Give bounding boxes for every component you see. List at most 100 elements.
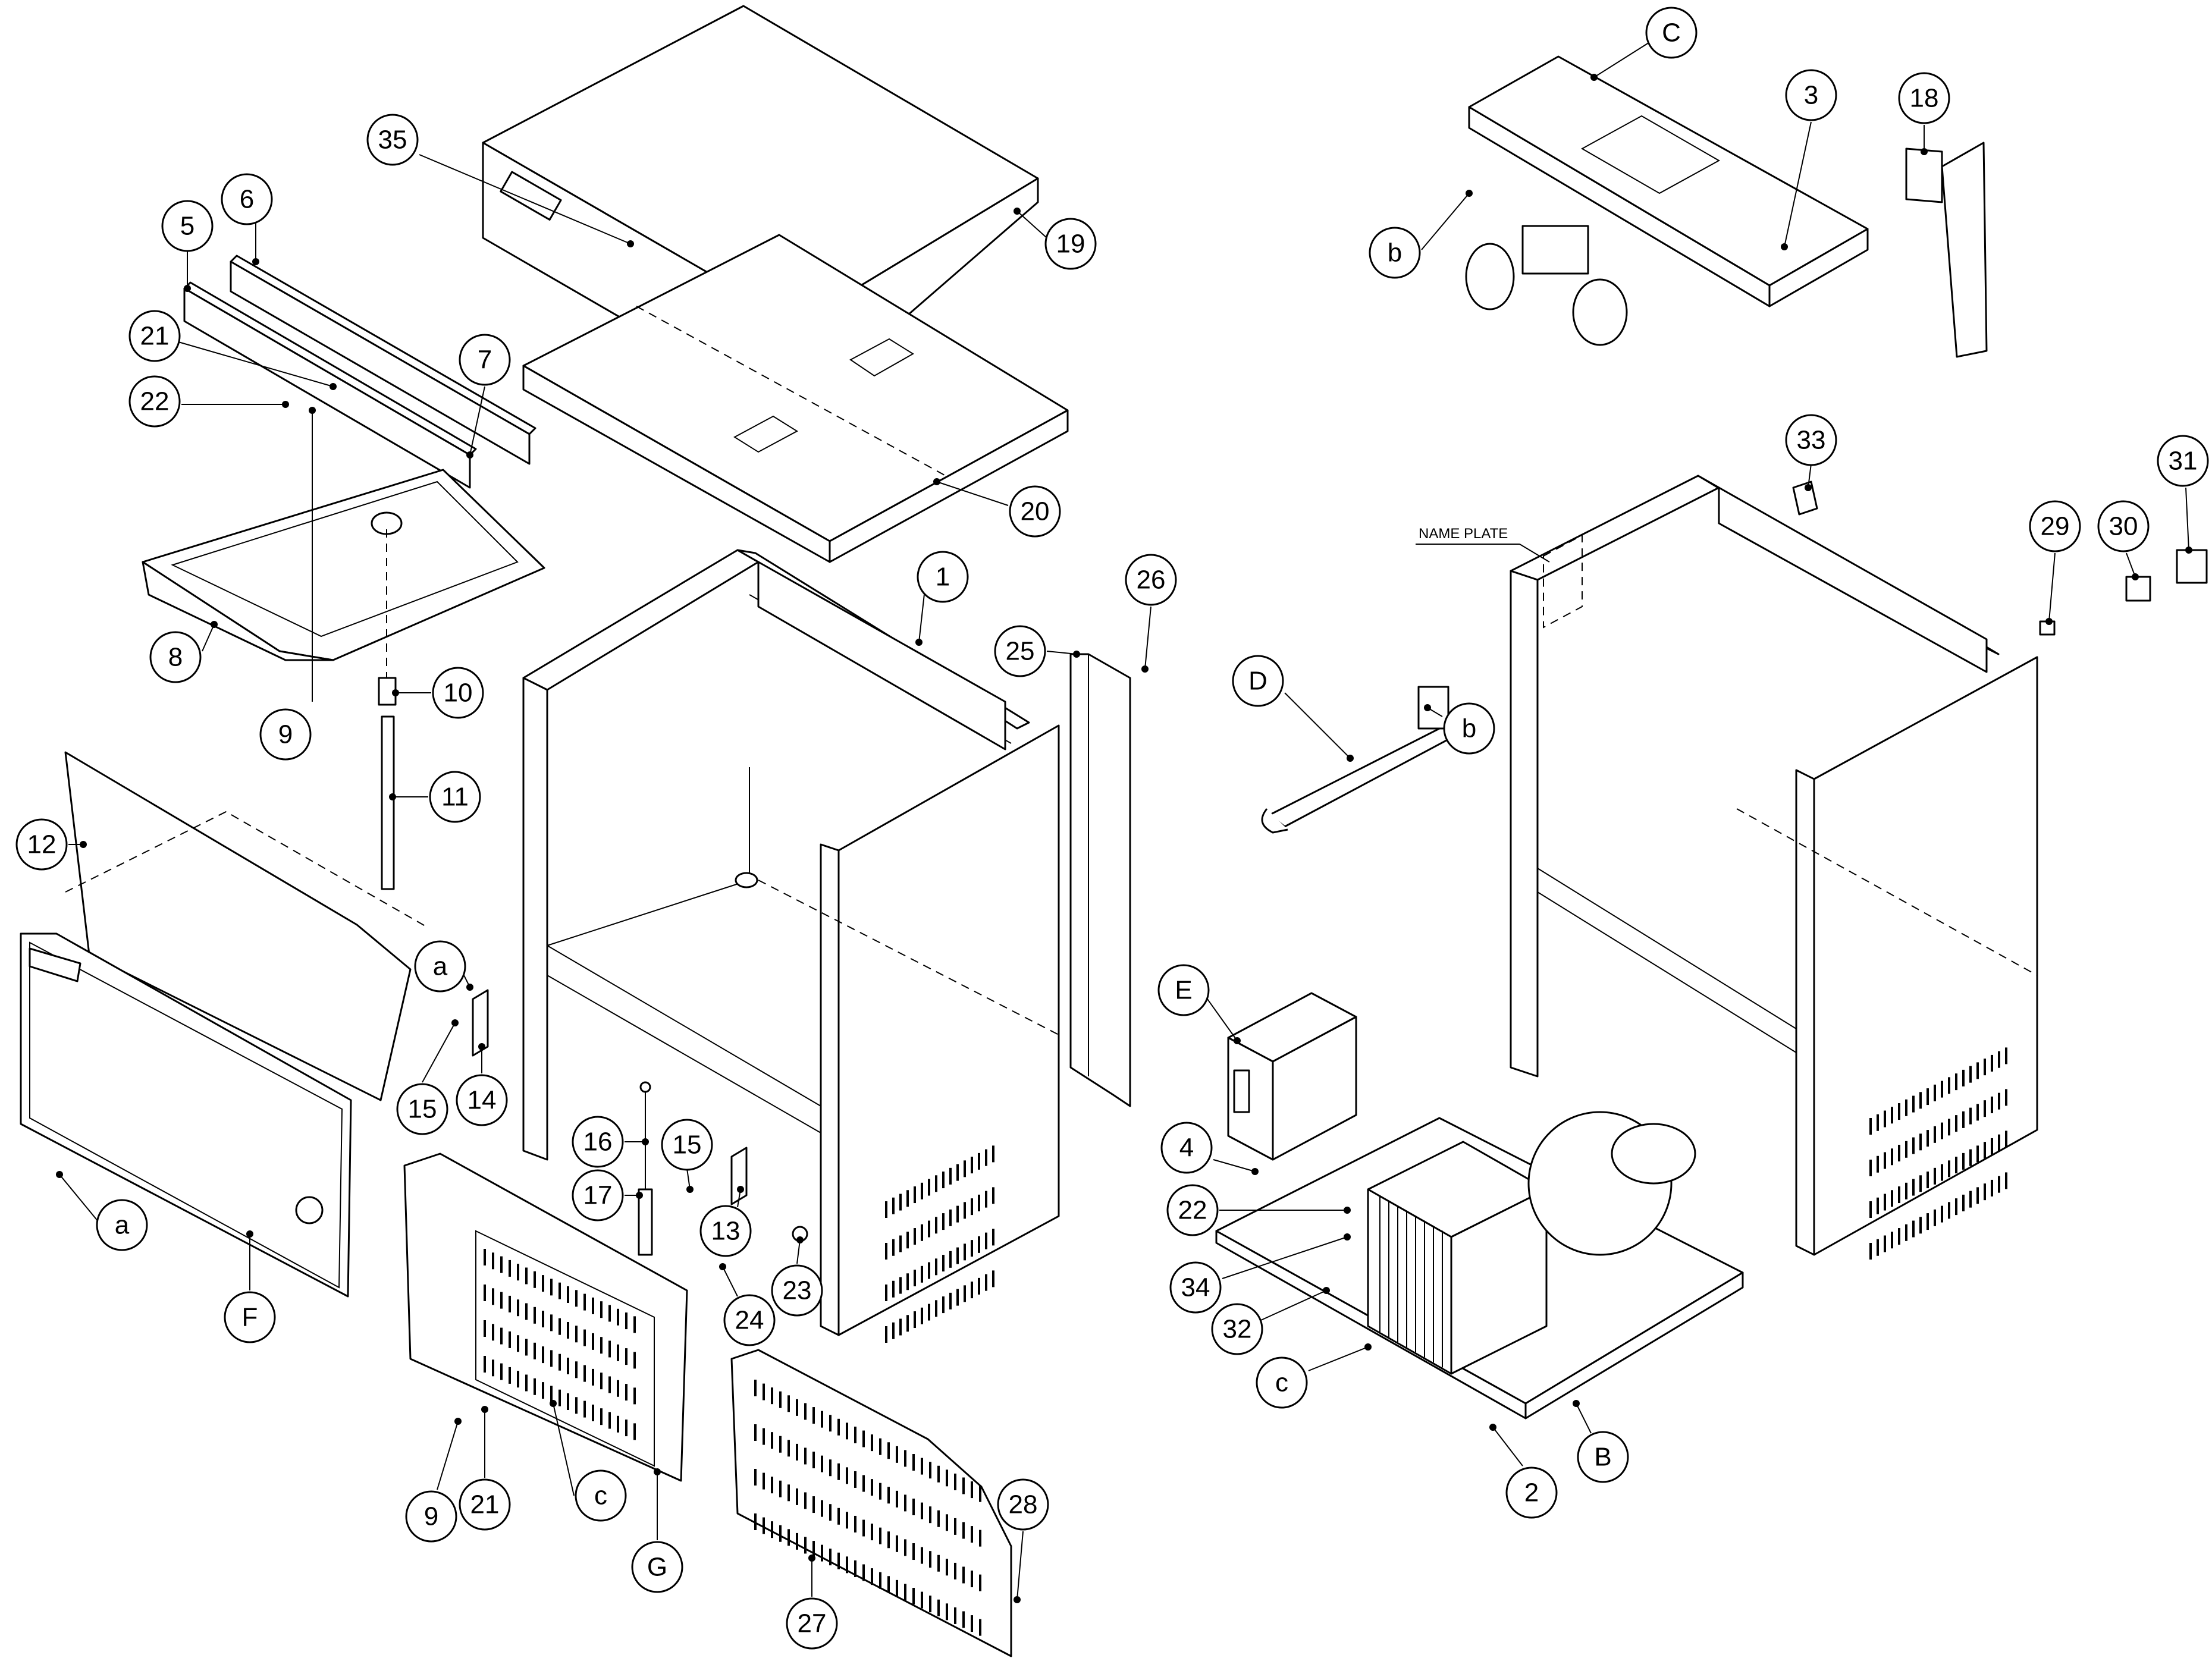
callout-c8: 8 — [149, 631, 202, 683]
leader-end-c27 — [808, 1554, 815, 1562]
leader-end-c31 — [2185, 547, 2192, 554]
callout-label: 26 — [1137, 566, 1166, 595]
part-30 — [2125, 576, 2151, 602]
leader-end-c28 — [1014, 1596, 1021, 1603]
callout-c21a: 21 — [128, 310, 181, 362]
front-panel — [20, 932, 352, 1298]
callout-c35: 35 — [366, 114, 419, 166]
rail-rear — [230, 255, 536, 465]
leader-c19 — [1016, 211, 1047, 238]
callout-c22b: 22 — [1166, 1184, 1219, 1236]
leader-c24 — [722, 1266, 738, 1297]
leader-end-c13 — [737, 1186, 744, 1193]
leader-end-c6 — [252, 258, 259, 265]
callout-label: 5 — [180, 212, 194, 241]
callout-c21b: 21 — [459, 1478, 511, 1531]
side-post — [1069, 653, 1131, 1107]
leader-lines — [56, 41, 2192, 1603]
callout-circle — [786, 1597, 838, 1650]
callout-c4: 4 — [1160, 1122, 1213, 1174]
leader-c32 — [1260, 1290, 1327, 1321]
leader-end-c17 — [636, 1192, 643, 1199]
callout-cB: B — [1577, 1431, 1629, 1483]
leader-end-c24 — [719, 1263, 726, 1270]
front-louver-panel — [403, 1152, 688, 1482]
callout-circle — [1505, 1466, 1558, 1519]
leader-cB — [1576, 1403, 1592, 1434]
callout-c15b: 15 — [661, 1119, 713, 1171]
leader-end-c5 — [184, 285, 191, 292]
leader-end-c20 — [933, 478, 940, 485]
callout-c24: 24 — [723, 1294, 776, 1346]
leader-end-cE — [1234, 1037, 1241, 1044]
callout-label: 7 — [478, 346, 492, 375]
leader-end-c15b — [686, 1186, 694, 1193]
callout-c20: 20 — [1009, 485, 1061, 538]
drain-pan — [142, 469, 545, 678]
callout-circle — [1211, 1303, 1263, 1355]
leader-end-c22b — [1344, 1207, 1351, 1214]
leader-end-c9a — [309, 407, 316, 414]
callout-label: 6 — [240, 185, 254, 214]
callout-label: 11 — [441, 783, 469, 812]
leader-c25 — [1046, 651, 1077, 655]
callout-c5: 5 — [161, 200, 214, 252]
callout-circle — [1160, 1122, 1213, 1174]
leader-end-c30 — [2132, 573, 2139, 580]
leader-end-c12 — [80, 841, 87, 848]
callout-c2: 2 — [1505, 1466, 1558, 1519]
callout-circle — [1785, 69, 1837, 121]
name-plate-label: NAME PLATE — [1419, 526, 1508, 542]
callout-circle — [1443, 702, 1495, 755]
callout-c15a: 15 — [396, 1083, 448, 1135]
callout-c19: 19 — [1044, 218, 1097, 270]
callout-c6: 6 — [221, 173, 273, 225]
callout-c14: 14 — [456, 1074, 508, 1126]
leader-end-c32 — [1323, 1287, 1330, 1294]
callout-circle — [2157, 435, 2209, 487]
leader-cE — [1207, 998, 1238, 1041]
leader-c3 — [1784, 121, 1812, 247]
callout-label: a — [115, 1211, 130, 1240]
callout-label: 13 — [711, 1217, 741, 1246]
callout-label: 21 — [470, 1490, 500, 1519]
cabinet-side-grille — [885, 1145, 994, 1343]
callout-cb2: b — [1443, 702, 1495, 755]
water-inlet-assembly — [1261, 686, 1464, 834]
callout-circle — [1577, 1431, 1629, 1483]
leader-c20 — [936, 481, 1009, 506]
leader-c35 — [419, 154, 631, 244]
callout-ca2: a — [96, 1199, 148, 1251]
callout-ca1: a — [414, 940, 466, 993]
callout-label: 21 — [140, 322, 170, 351]
callout-label: 29 — [2041, 512, 2070, 541]
callout-c28: 28 — [997, 1478, 1049, 1531]
leader-cc2 — [1308, 1346, 1369, 1371]
callout-label: 9 — [278, 720, 293, 749]
callout-circle — [1645, 7, 1698, 59]
callout-c1: 1 — [917, 551, 969, 603]
callout-circle — [1369, 227, 1421, 279]
callout-label: 22 — [1178, 1196, 1207, 1225]
callout-c23: 23 — [771, 1264, 823, 1317]
callout-circle — [1157, 964, 1210, 1016]
leader-c9b — [437, 1421, 459, 1490]
leader-end-c11 — [389, 793, 396, 800]
callout-label: 10 — [444, 679, 473, 708]
callout-circle — [1009, 485, 1061, 538]
callout-label: 16 — [583, 1128, 613, 1157]
callout-cc2: c — [1256, 1356, 1308, 1409]
callout-label: D — [1248, 667, 1267, 696]
part-33 — [1792, 481, 1818, 516]
main-cabinet — [522, 549, 1060, 1336]
callout-circle — [366, 114, 419, 166]
leader-c30 — [2126, 552, 2136, 577]
electrical-box — [1227, 992, 1357, 1161]
leader-end-c35 — [627, 240, 634, 247]
leader-c4 — [1213, 1159, 1256, 1172]
callout-label: 34 — [1181, 1273, 1210, 1302]
callout-label: 15 — [673, 1130, 702, 1160]
callout-c31: 31 — [2157, 435, 2209, 487]
leader-cC — [1593, 41, 1651, 78]
callout-label: 8 — [168, 643, 183, 672]
